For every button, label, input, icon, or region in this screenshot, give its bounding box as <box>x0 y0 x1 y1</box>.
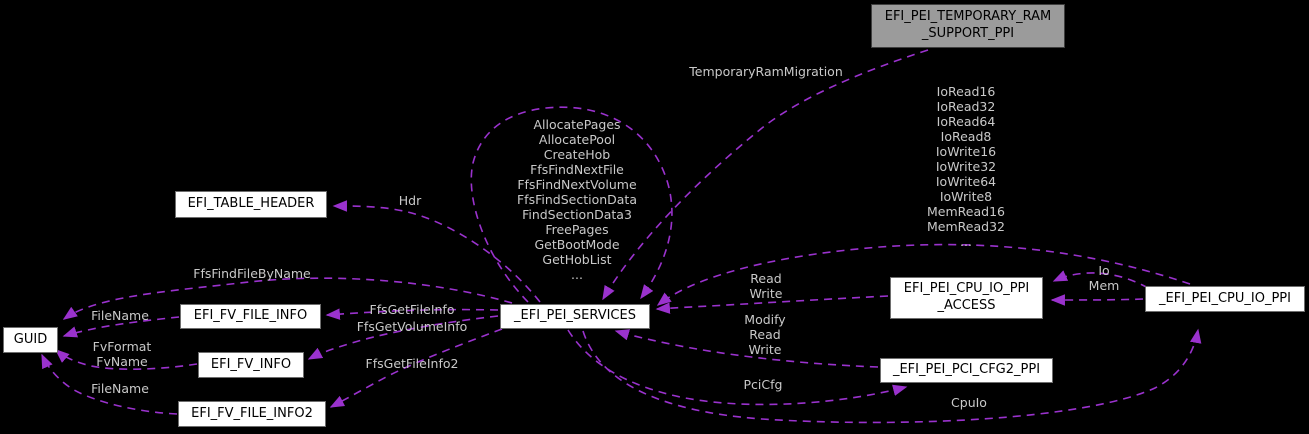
edge-label-file-name-top: FileName <box>91 308 149 323</box>
edge-temporary-ram-migration <box>602 49 929 301</box>
edge-modify-read-write <box>614 329 879 368</box>
edge-hdr <box>332 200 541 303</box>
edge-file-name-bottom <box>41 353 178 415</box>
edge-cpu-io <box>582 328 1202 424</box>
edge-label-ffs-get-file-info: FfsGetFileInfo <box>369 302 455 317</box>
node-efi-table-header[interactable]: EFI_TABLE_HEADER <box>175 191 327 218</box>
node-efi-fv-file-info[interactable]: EFI_FV_FILE_INFO <box>180 304 321 329</box>
edge-cpu-io-functions <box>656 243 1191 306</box>
edge-label-pei-services-functions: AllocatePages AllocatePool CreateHob Ffs… <box>516 117 638 282</box>
node-efi-pei-cpu-io-ppi-access[interactable]: EFI_PEI_CPU_IO_PPI _ACCESS <box>890 277 1043 319</box>
edge-label-file-name-bottom: FileName <box>91 381 149 396</box>
edge-label-ffs-find-file-by-name: FfsFindFileByName <box>193 266 311 281</box>
node-guid[interactable]: GUID <box>3 327 58 353</box>
edge-label-cpu-io: CpuIo <box>951 395 987 410</box>
edge-io <box>1052 270 1149 289</box>
edge-ffs-get-file-info2 <box>329 328 503 408</box>
edge-mem <box>1050 294 1144 306</box>
edge-label-pci-cfg: PciCfg <box>743 377 783 392</box>
edge-label-ffs-get-file-info2: FfsGetFileInfo2 <box>365 356 459 371</box>
edge-label-read-write: Read Write <box>749 271 783 301</box>
edge-ffs-get-file-info <box>325 308 499 320</box>
edge-pei-services-self-loop <box>470 106 673 303</box>
edge-ffs-get-volume-info <box>307 315 499 360</box>
node-efi-pei-pci-cfg2-ppi[interactable]: _EFI_PEI_PCI_CFG2_PPI <box>880 358 1053 383</box>
node-efi-fv-file-info2[interactable]: EFI_FV_FILE_INFO2 <box>178 401 326 427</box>
node-efi-pei-temporary-ram-support-ppi[interactable]: EFI_PEI_TEMPORARY_RAM _SUPPORT_PPI <box>871 4 1065 48</box>
edge-label-fv-format-fv-name: FvFormat FvName <box>92 339 152 369</box>
edge-pci-cfg <box>567 329 908 406</box>
edge-label-ffs-get-volume-info: FfsGetVolumeInfo <box>356 319 468 334</box>
node-efi-pei-services[interactable]: _EFI_PEI_SERVICES <box>500 304 650 329</box>
edge-fv-format-fv-name <box>54 349 198 370</box>
node-efi-pei-cpu-io-ppi[interactable]: _EFI_PEI_CPU_IO_PPI <box>1145 286 1305 312</box>
edge-label-io-mem: Io Mem <box>1088 263 1120 293</box>
node-efi-fv-info[interactable]: EFI_FV_INFO <box>198 352 304 378</box>
edge-label-cpu-io-functions: IoRead16 IoRead32 IoRead64 IoRead8 IoWri… <box>927 84 1005 249</box>
edge-ffs-find-file-by-name <box>62 277 513 320</box>
edge-label-modify-read-write: Modify Read Write <box>744 312 786 357</box>
edge-label-temporary-ram-migration: TemporaryRamMigration <box>689 64 843 79</box>
edge-read-write <box>655 295 889 314</box>
edge-label-hdr: Hdr <box>398 193 422 208</box>
